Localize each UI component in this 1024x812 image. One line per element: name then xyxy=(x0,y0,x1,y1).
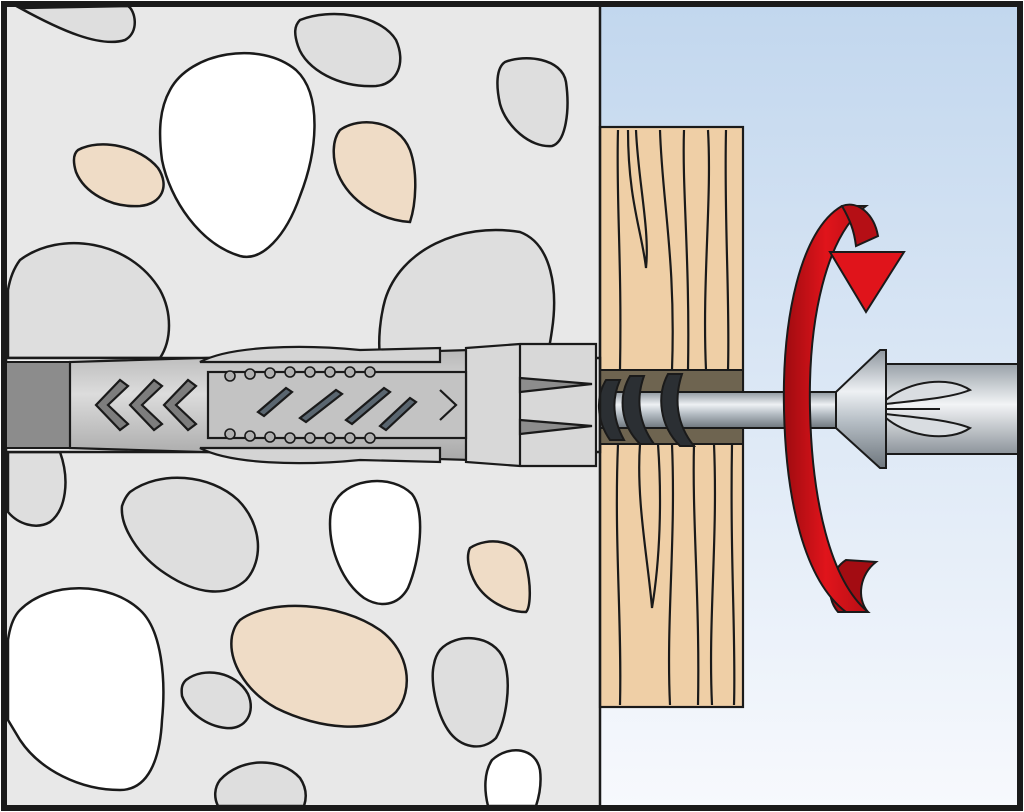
pebble xyxy=(120,476,260,593)
pebble xyxy=(230,604,408,728)
pebble xyxy=(158,51,316,259)
pebble xyxy=(15,6,136,44)
wall-plug xyxy=(68,342,598,468)
clockwise-rotation-arrow-icon xyxy=(782,203,906,613)
screw xyxy=(597,349,887,469)
pebble xyxy=(484,749,542,806)
pebble xyxy=(180,671,252,730)
pebble xyxy=(214,761,307,806)
pebble xyxy=(6,450,67,527)
pebble xyxy=(431,637,509,748)
pebble xyxy=(72,143,165,208)
pebble xyxy=(496,57,569,148)
pebble xyxy=(328,479,422,606)
pebble xyxy=(6,241,171,360)
pebble xyxy=(332,121,417,224)
pebble xyxy=(466,540,531,614)
screwdriver-bit xyxy=(885,363,1019,455)
pebble xyxy=(294,12,402,88)
pebble xyxy=(6,587,165,792)
